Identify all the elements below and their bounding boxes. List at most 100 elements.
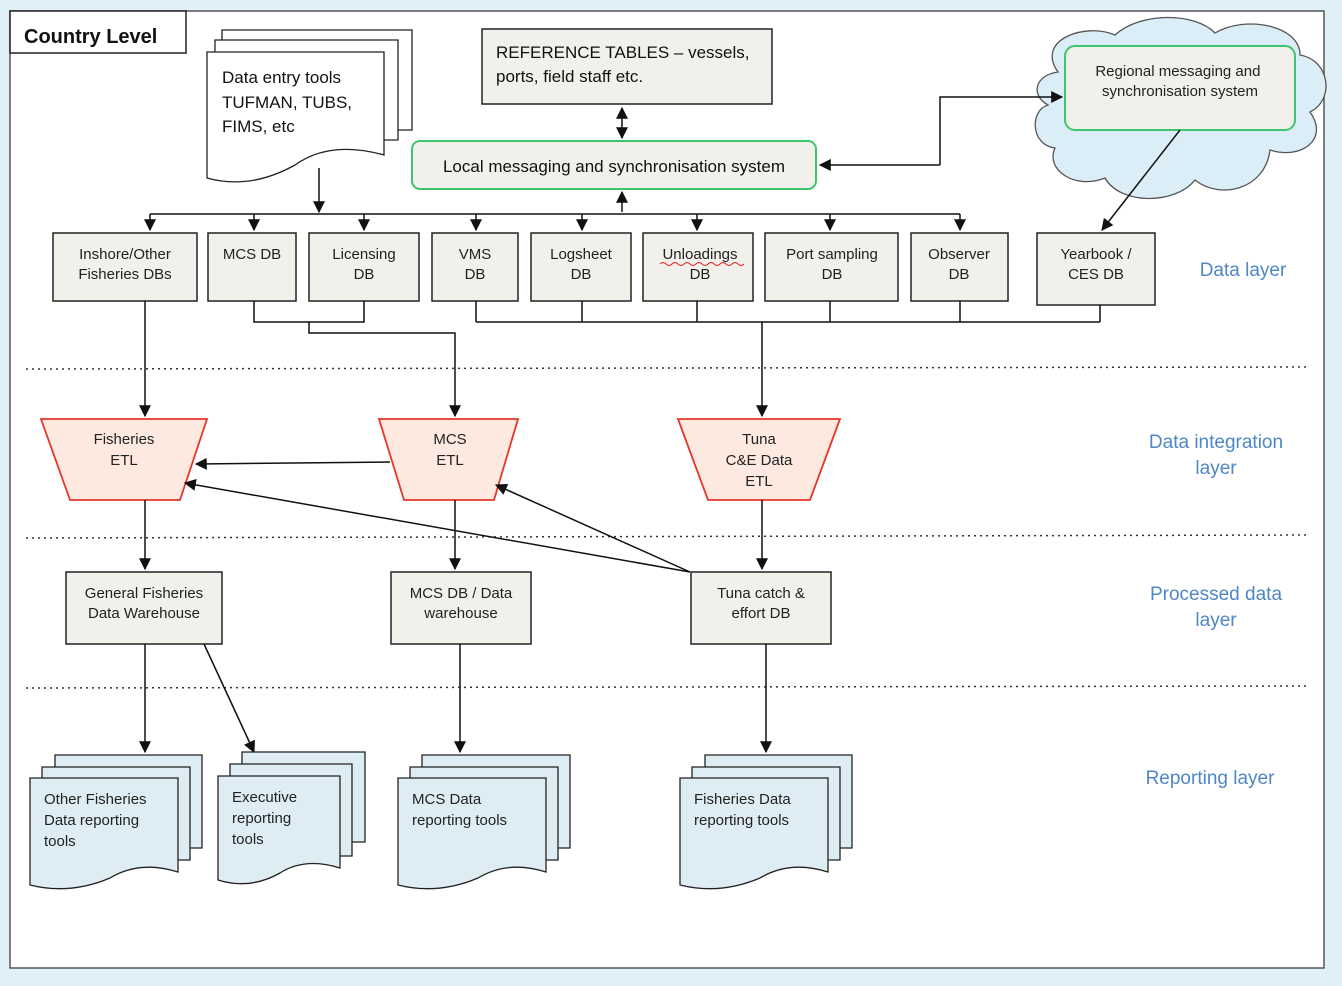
reference-tables-line: ports, field staff etc. [496, 67, 643, 86]
node-label-line: Executive [232, 789, 297, 806]
node-label-line: MCS Data [412, 791, 482, 808]
node-label-line: MCS [433, 431, 466, 448]
node-label-line: DB [822, 266, 843, 283]
node-label: Fisheries Data reporting tools [694, 791, 791, 829]
node-label-line: effort DB [732, 605, 791, 622]
processed-connectors [139, 457, 768, 573]
db-yearbook: Yearbook / CES DB [1036, 232, 1156, 306]
node-label: Tuna catch & effort DB [717, 585, 805, 622]
node-label-line: Fisheries Data [694, 791, 791, 808]
node-label-line: C&E Data [726, 452, 793, 469]
data-entry-tools-document: Data entry tools TUFMAN, TUBS, FIMS, etc [206, 29, 413, 183]
node-label-line: reporting tools [412, 812, 507, 829]
node-label: REFERENCE TABLES – vessels, ports, field… [496, 43, 754, 86]
local-system-label: Local messaging and synchronisation syst… [443, 157, 785, 176]
node-label-line: DB [354, 266, 375, 283]
reference-tables-box: REFERENCE TABLES – vessels, ports, field… [481, 28, 773, 105]
warehouse-tuna: Tuna catch & effort DB [690, 571, 832, 645]
node-label: Yearbook / CES DB [1060, 246, 1132, 283]
node-label-line: ETL [745, 473, 773, 490]
node-label-line: Observer [928, 246, 990, 263]
layer-label-data: Data layer [1200, 260, 1287, 281]
node-label-line: reporting tools [694, 812, 789, 829]
node-label-line: General Fisheries [85, 585, 203, 602]
layer-label-reporting: Reporting layer [1146, 768, 1276, 789]
node-label: Executive reporting tools [232, 789, 297, 848]
node-label-line: Licensing [332, 246, 395, 263]
reference-tables-line: REFERENCE TABLES – vessels, [496, 43, 750, 62]
report-executive: Executive reporting tools [217, 751, 366, 885]
node-label-line: Tuna [742, 431, 776, 448]
node-label-line: layer [1195, 458, 1237, 479]
node-label-line: layer [1195, 610, 1237, 631]
title-box [9, 10, 187, 54]
node-label: VMS DB [459, 246, 492, 283]
node-label-line: Fisheries [94, 431, 155, 448]
node-label-line: ETL [110, 452, 138, 469]
data-entry-line: TUFMAN, TUBS, [222, 93, 352, 112]
node-label-line: warehouse [423, 605, 497, 622]
node-label-line: reporting [232, 810, 291, 827]
page-title: Country Level [24, 26, 157, 48]
report-mcs: MCS Data reporting tools [397, 754, 571, 890]
node-label-line: CES DB [1068, 266, 1124, 283]
node-label-line: Unloadings [662, 246, 737, 263]
node-label: Regional messaging and synchronisation s… [1095, 63, 1264, 100]
regional-cloud: Regional messaging and synchronisation s… [1034, 16, 1327, 200]
layer-label-integration: Data integration layer [1149, 432, 1283, 479]
node-label-line: Tuna catch & [717, 585, 805, 602]
node-label-line: Data integration [1149, 432, 1283, 453]
node-label-line: DB [571, 266, 592, 283]
node-label-line: DB [465, 266, 486, 283]
node-label-line: VMS [459, 246, 492, 263]
node-label-line: DB [690, 266, 711, 283]
node-label-line: Reporting layer [1146, 768, 1276, 789]
node-label-line: Yearbook / [1060, 246, 1132, 263]
node-label-line: tools [44, 833, 76, 850]
node-label-line: Inshore/Other [79, 246, 171, 263]
node-label: MCS Data reporting tools [412, 791, 507, 829]
regional-system-line: Regional messaging and [1095, 63, 1260, 80]
top-connectors [144, 91, 1181, 232]
layer-separators [25, 366, 1311, 689]
local-system-box: Local messaging and synchronisation syst… [411, 140, 817, 190]
node-label-line: Other Fisheries [44, 791, 147, 808]
integration-connectors [139, 301, 1101, 418]
node-label-line: Logsheet [550, 246, 613, 263]
node-label-line: DB [949, 266, 970, 283]
reporting-connectors [139, 643, 772, 754]
db-vms: VMS DB [431, 232, 519, 302]
report-fisheries: Fisheries Data reporting tools [679, 754, 853, 890]
node-label-line: Fisheries DBs [78, 266, 171, 283]
node-label-line: Processed data [1150, 584, 1282, 605]
node-label: Data entry tools TUFMAN, TUBS, FIMS, etc [222, 68, 357, 136]
data-entry-line: Data entry tools [222, 68, 341, 87]
node-label-line: tools [232, 831, 264, 848]
data-entry-line: FIMS, etc [222, 117, 295, 136]
node-label-line: Port sampling [786, 246, 878, 263]
node-label: MCS DB [223, 246, 281, 263]
layer-label-processed: Processed data layer [1150, 584, 1282, 631]
